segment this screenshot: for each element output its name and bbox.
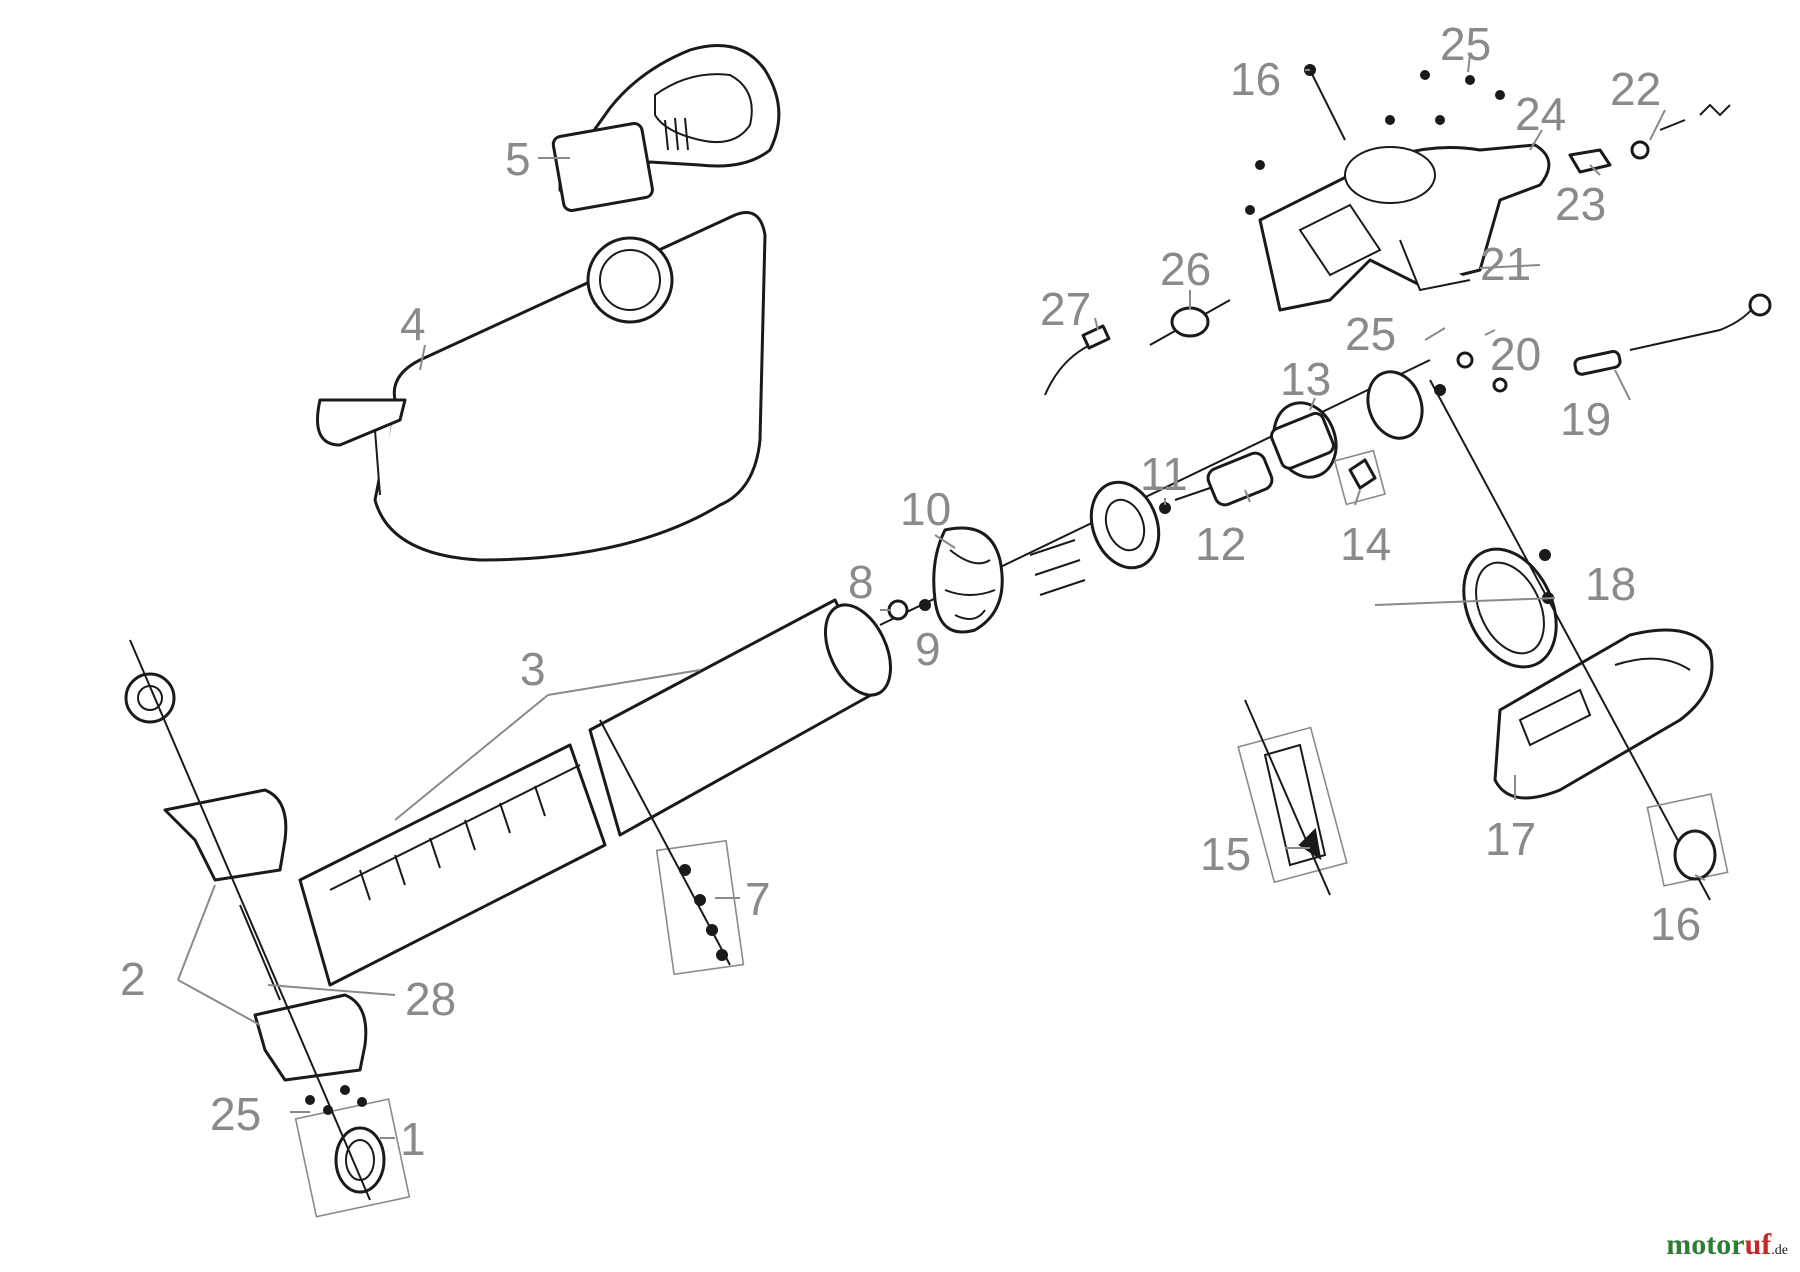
callout-4: 4: [400, 298, 426, 350]
part-23-switch: [1568, 148, 1612, 174]
callout-25-left: 25: [210, 1088, 261, 1140]
callout-24: 24: [1515, 88, 1566, 140]
part-28-axle: [239, 904, 281, 1001]
callout-11: 11: [1140, 448, 1188, 500]
part-18-grip-ring: [1462, 547, 1558, 669]
part-10-fan-impeller: [932, 526, 1004, 634]
part-25-top-screws: [1245, 70, 1505, 215]
watermark-brand: motoruf: [1666, 1228, 1772, 1261]
callout-12: 12: [1195, 518, 1246, 570]
part-14-brush-holder: [1333, 370, 1446, 506]
callout-21: 21: [1480, 238, 1531, 290]
callout-2: 2: [120, 953, 146, 1005]
part-17-rear-housing: [1493, 628, 1714, 800]
callout-23: 23: [1555, 178, 1606, 230]
part-16-rear-wheel: [1646, 793, 1729, 887]
callout-26: 26: [1160, 243, 1211, 295]
part-15-decal: [1237, 726, 1348, 884]
part-2-nozzle-upper: [124, 672, 288, 882]
part-22-spring: [1630, 103, 1731, 160]
callout-13: 13: [1280, 353, 1331, 405]
callout-15: 15: [1200, 828, 1251, 880]
leader-lines: [177, 54, 1706, 1139]
part-2-nozzle-lower: [253, 993, 368, 1082]
tube-axis: [599, 719, 731, 966]
part-19-power-cord: [1573, 293, 1772, 376]
fan-screws: [1029, 539, 1086, 596]
part-16-top-screw: [1304, 64, 1346, 141]
callout-16-top: 16: [1230, 53, 1281, 105]
part-1-wheel: [294, 1098, 411, 1218]
part-4-collection-bag: [316, 211, 767, 562]
watermark-tld: .de: [1771, 1243, 1788, 1258]
callout-19: 19: [1560, 393, 1611, 445]
callout-8: 8: [848, 556, 874, 608]
callout-7: 7: [745, 873, 771, 925]
part-8-nut: [887, 599, 909, 621]
callout-1: 1: [400, 1113, 426, 1165]
left-axis: [129, 639, 371, 1201]
decal-axis: [1244, 699, 1331, 896]
callout-17: 17: [1485, 813, 1536, 865]
motoruf-watermark: motoruf.de: [1666, 1228, 1788, 1262]
part-27-wire: [1044, 324, 1111, 396]
callout-25-top: 25: [1440, 18, 1491, 70]
callout-16-bottom: 16: [1650, 898, 1701, 950]
part-21-housing: [1258, 143, 1551, 312]
part-9-washer: [919, 599, 931, 611]
callout-10: 10: [900, 483, 951, 535]
part-11-motor-endplate: [1089, 480, 1171, 570]
callout-25-mid: 25: [1345, 308, 1396, 360]
callout-18: 18: [1585, 558, 1636, 610]
part-13-stator: [1270, 401, 1338, 479]
part-26-capacitor: [1149, 299, 1231, 346]
part-5-handle: [551, 44, 781, 212]
part-20-small-parts: [1456, 351, 1508, 393]
callout-labels: 5 4 3 2 28 25 1 7 8 9 10 11 12 13 14 15 …: [120, 18, 1701, 1165]
rear-axis: [1429, 379, 1711, 901]
callout-14: 14: [1340, 518, 1391, 570]
callout-5: 5: [505, 133, 531, 185]
callout-20: 20: [1490, 328, 1541, 380]
callout-28: 28: [405, 973, 456, 1025]
part-3-tube: [298, 598, 892, 987]
callout-22: 22: [1610, 63, 1661, 115]
callout-27: 27: [1040, 283, 1091, 335]
callout-3: 3: [520, 643, 546, 695]
callout-9: 9: [915, 623, 941, 675]
